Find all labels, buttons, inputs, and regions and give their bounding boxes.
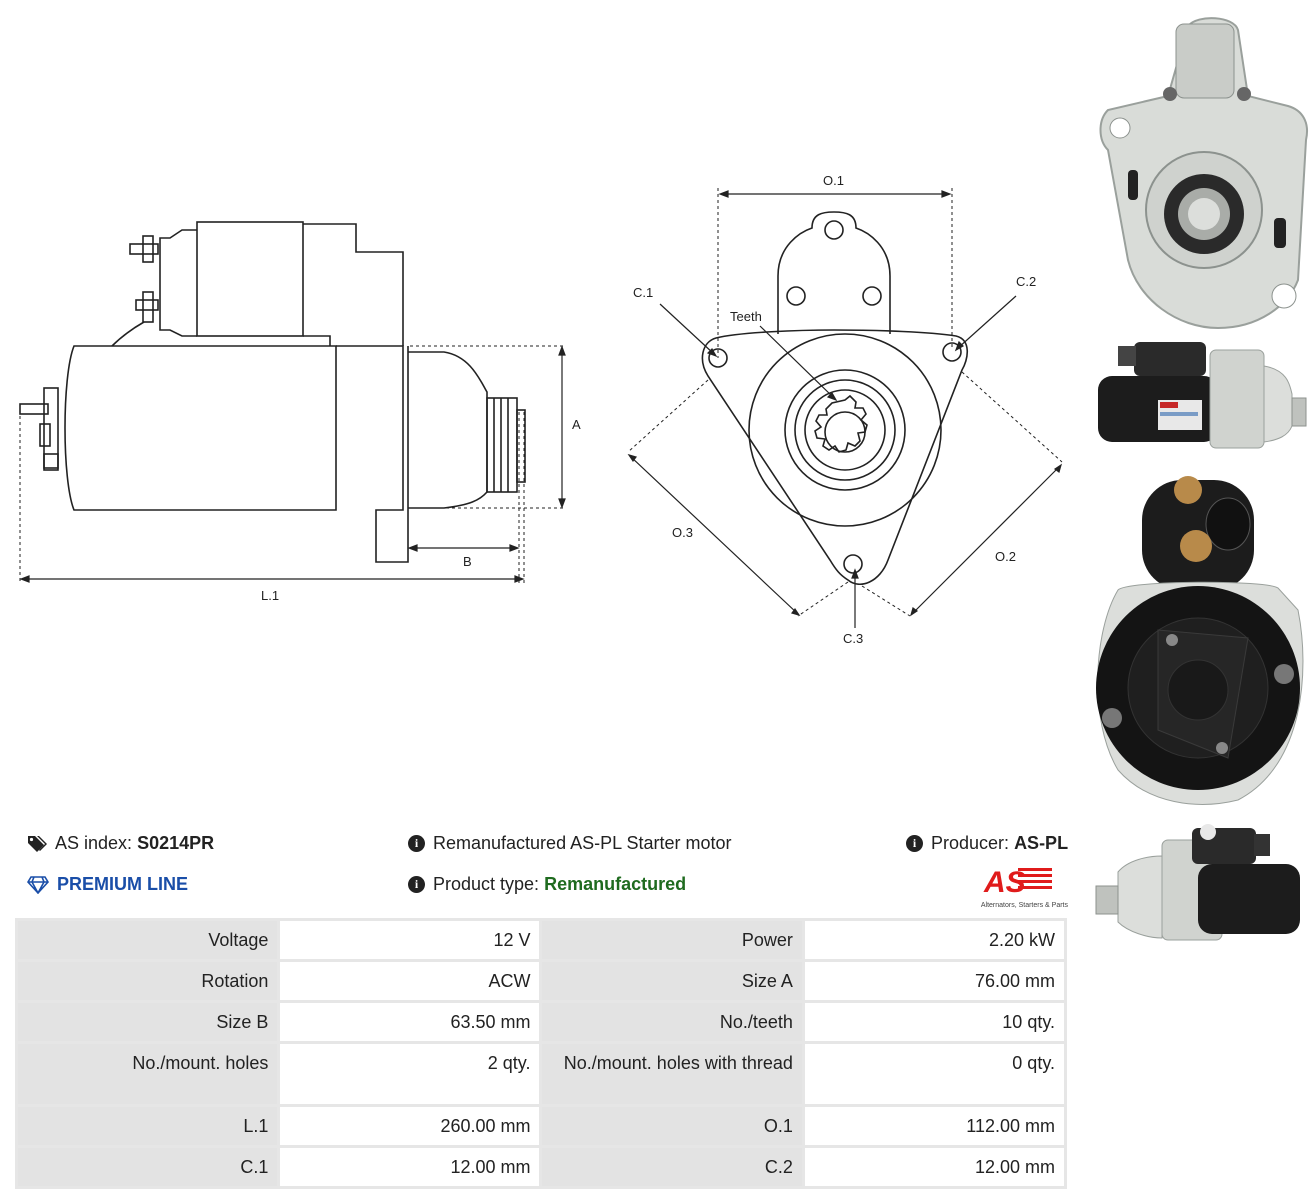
premium-line-row: PREMIUM LINE (27, 874, 188, 895)
description-text: Remanufactured AS-PL Starter motor (433, 833, 732, 853)
table-row: Voltage 12 V Power 2.20 kW (14, 918, 1068, 962)
dimension-o2-label: O.2 (995, 549, 1016, 564)
side-view-drawing: A B L.1 (19, 221, 581, 603)
product-type-label: Product type: (433, 874, 540, 894)
info-icon: i (408, 835, 425, 852)
description-row: i Remanufactured AS-PL Starter motor (408, 833, 731, 854)
as-index-label: AS index: (55, 833, 133, 853)
spec-label: Power (539, 918, 805, 962)
spec-label: Voltage (14, 918, 281, 962)
tags-icon (28, 835, 47, 852)
dimension-o1-label: O.1 (823, 173, 844, 188)
spec-value: 63.50 mm (277, 1000, 543, 1044)
premium-line-label: PREMIUM LINE (57, 874, 189, 894)
spec-value: 12.00 mm (277, 1145, 543, 1189)
spec-value: 12.00 mm (801, 1145, 1068, 1189)
spec-label: Size A (539, 959, 805, 1003)
spec-value: 260.00 mm (277, 1104, 543, 1148)
as-index-value: S0214PR (137, 833, 215, 853)
dimension-a-label: A (572, 417, 581, 432)
spec-label: No./mount. holes (14, 1041, 281, 1107)
as-logo-tagline: Alternators, Starters & Parts (980, 902, 1068, 909)
spec-value: 10 qty. (801, 1000, 1068, 1044)
specs-table: Voltage 12 V Power 2.20 kW Rotation ACW … (14, 918, 1068, 1189)
producer-value: AS-PL (1014, 833, 1069, 853)
dimension-c2-label: C.2 (1016, 274, 1036, 289)
product-photo-side-2[interactable] (1088, 820, 1310, 950)
table-row: Rotation ACW Size A 76.00 mm (14, 959, 1068, 1003)
dimension-b-label: B (463, 554, 472, 569)
spec-label: L.1 (14, 1104, 281, 1148)
diamond-icon (27, 875, 49, 894)
spec-label: O.1 (539, 1104, 805, 1148)
producer-row: i Producer: AS-PL (906, 833, 1068, 854)
product-photo-front[interactable] (1088, 10, 1310, 330)
as-logo-text: AS (983, 866, 1026, 896)
spec-value: 2 qty. (277, 1041, 543, 1107)
spec-label: Rotation (14, 959, 281, 1003)
dimension-l1-label: L.1 (261, 588, 279, 603)
as-logo-mark: AS (983, 866, 1052, 899)
teeth-label: Teeth (730, 309, 762, 324)
product-photo-side[interactable] (1088, 330, 1310, 458)
table-row: L.1 260.00 mm O.1 112.00 mm (14, 1104, 1068, 1148)
spec-label: Size B (14, 1000, 281, 1044)
front-view-drawing: O.1 O.2 O.3 C.1 C.2 C.3 Teeth (627, 173, 1063, 646)
spec-value: ACW (277, 959, 543, 1003)
product-photo-rear[interactable] (1088, 470, 1310, 810)
spec-value: 2.20 kW (801, 918, 1068, 962)
table-row: C.1 12.00 mm C.2 12.00 mm (14, 1145, 1068, 1189)
table-row: Size B 63.50 mm No./teeth 10 qty. (14, 1000, 1068, 1044)
spec-label: C.1 (14, 1145, 281, 1189)
spec-value: 112.00 mm (801, 1104, 1068, 1148)
dimension-c3-label: C.3 (843, 631, 863, 646)
producer-label: Producer: (931, 833, 1010, 853)
product-type-row: i Product type: Remanufactured (408, 874, 686, 895)
dimension-c1-label: C.1 (633, 285, 653, 300)
as-pl-logo: AS Alternators, Starters & Parts (962, 864, 1068, 909)
dimension-o3-label: O.3 (672, 525, 693, 540)
product-type-value: Remanufactured (544, 874, 687, 894)
info-icon: i (408, 876, 425, 893)
spec-value: 12 V (277, 918, 543, 962)
spec-value: 0 qty. (801, 1041, 1068, 1107)
spec-label: No./mount. holes with thread (539, 1041, 805, 1107)
as-index-row: AS index: S0214PR (27, 833, 214, 854)
spec-label: No./teeth (539, 1000, 805, 1044)
spec-value: 76.00 mm (801, 959, 1068, 1003)
info-icon: i (906, 835, 923, 852)
table-row: No./mount. holes 2 qty. No./mount. holes… (14, 1041, 1068, 1107)
spec-label: C.2 (539, 1145, 805, 1189)
